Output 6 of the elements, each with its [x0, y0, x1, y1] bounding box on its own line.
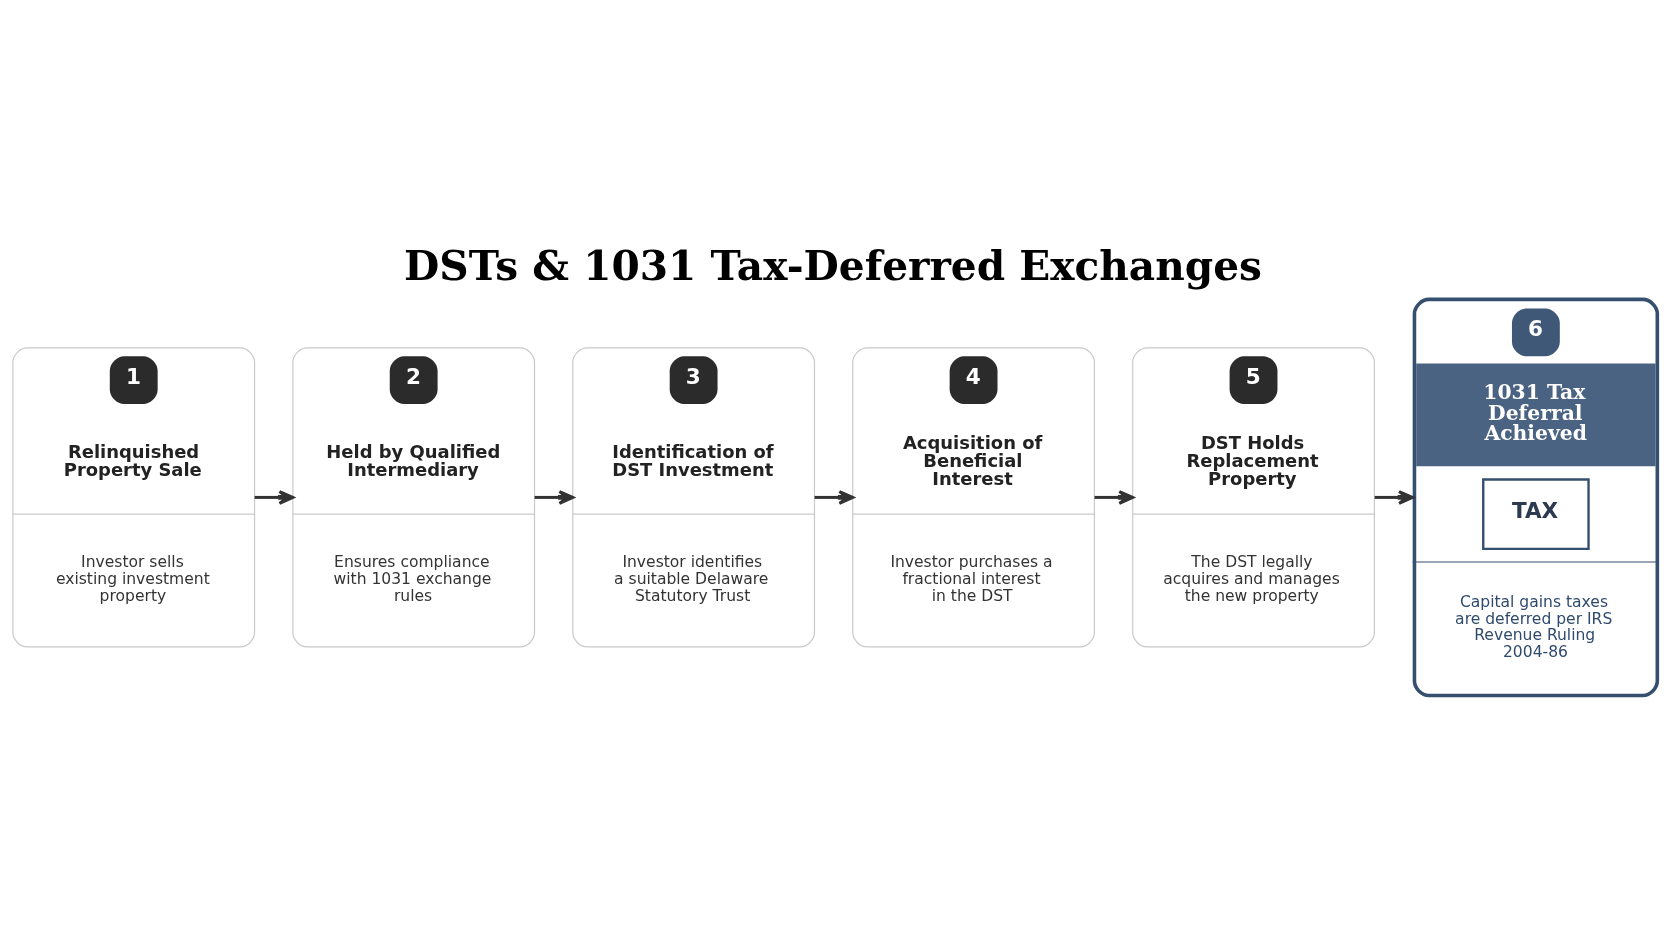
arrow — [534, 490, 575, 505]
arrow — [1374, 490, 1414, 505]
arrow — [814, 490, 855, 505]
arrow — [254, 490, 295, 505]
arrow — [1094, 490, 1135, 505]
diagram-title: DSTs & 1031 Tax-Deferred Exchanges — [404, 241, 1262, 290]
